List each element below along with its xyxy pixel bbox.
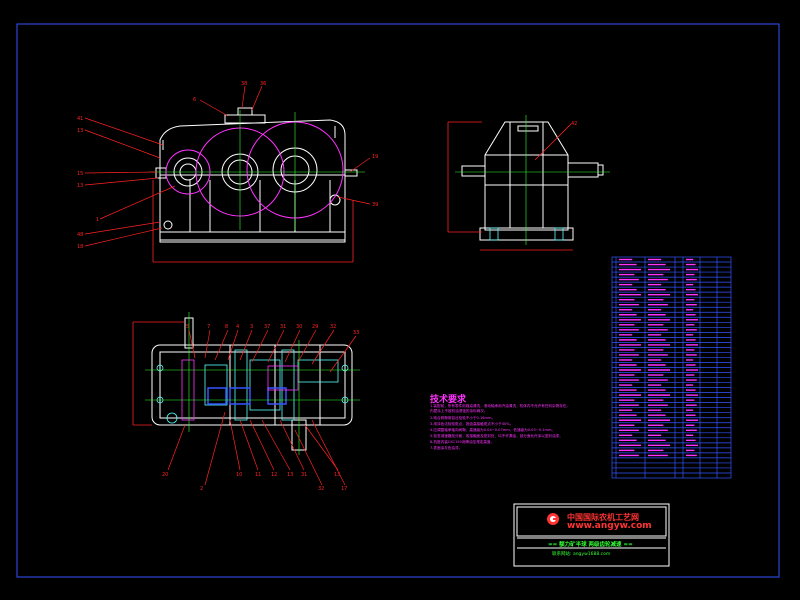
plan-leader-label: 11 — [255, 472, 261, 478]
plan-leader-label: 20 — [162, 472, 168, 478]
parts-list — [611, 256, 732, 479]
plan-leader-label: 30 — [296, 324, 302, 330]
plan-leader-label: 10 — [236, 472, 242, 478]
front-leader-label: 6 — [193, 97, 196, 103]
tech-requirement-line: 6.机座内装CKC150润滑油至规定高度。 — [430, 440, 495, 444]
front-leader-label: 13 — [77, 128, 83, 134]
plan-leader-label: 31 — [301, 472, 307, 478]
tech-requirement-line: 7.表面涂灰色油漆。 — [430, 446, 463, 450]
plan-leader-label: 32 — [318, 486, 324, 492]
plan-leader-label: 13 — [287, 472, 293, 478]
side-leader-label: 42 — [571, 121, 577, 127]
plan-leader-label: 2 — [200, 486, 203, 492]
drawing-name: == 额力矿半球 两级齿轮减速 == — [548, 542, 633, 548]
front-leader-label: 38 — [241, 81, 247, 87]
front-leader-label: 1 — [96, 217, 99, 223]
brand-name: 中国国际农机工艺网 — [567, 513, 639, 522]
plan-leader-label: 33 — [353, 330, 359, 336]
front-leader-label: 18 — [77, 244, 83, 250]
plan-leader-label: 31 — [280, 324, 286, 330]
brand-logo-icon — [547, 513, 559, 525]
plan-leader-label: 17 — [341, 486, 347, 492]
front-leader-label: 15 — [77, 171, 83, 177]
contact-info: 联系网站: angyw1688.com — [552, 552, 611, 557]
tech-requirement-line: 内壁涂上不被机油浸蚀的涂料两次。 — [430, 409, 488, 413]
plan-leader-label: 13 — [334, 472, 340, 478]
plan-leader-label: 29 — [312, 324, 318, 330]
plan-leader-label: 3 — [250, 324, 253, 330]
title-block — [513, 503, 670, 567]
tech-requirement-line: 3.用涂色法检验斑点，按齿高接触斑点不小于40%。 — [430, 422, 514, 426]
front-leader-label: 13 — [77, 183, 83, 189]
plan-leader-label: 37 — [264, 324, 270, 330]
plan-leader-label: 8 — [225, 324, 228, 330]
tech-requirement-line: 2.啮合侧隙用铅丝检验不小于0.16mm。 — [430, 416, 496, 420]
tech-requirement-line: 4.应调整轴承轴向间隙，高速级为0.04~0.07mm，低速级为0.05~0.1… — [430, 428, 556, 432]
plan-leader-label: 32 — [330, 324, 336, 330]
plan-leader-label: 7 — [207, 324, 210, 330]
plan-view: 5 7 8 4 3 37 31 30 29 32 33 20 2 10 11 1… — [132, 312, 360, 492]
front-leader-label: 41 — [77, 116, 83, 122]
plan-leader-label: 12 — [271, 472, 277, 478]
tech-requirement-line: 1.装配前，所有零件用煤油清洗，滚动轴承用汽油清洗，机体内不允许有任何杂物存在。 — [430, 404, 570, 408]
front-leader-label: 39 — [372, 202, 378, 208]
tech-requirement-line: 5.检查减速器剖分面，各接触面及密封处，均不许漏油，剖分面允许涂以密封油漆。 — [430, 434, 563, 438]
drawing-frame — [16, 23, 780, 578]
front-view: 41 13 15 13 1 48 18 6 38 36 19 39 — [77, 81, 378, 263]
side-view: 42 — [447, 115, 610, 251]
front-leader-label: 36 — [260, 81, 266, 87]
front-leader-label: 19 — [372, 154, 378, 160]
plan-leader-label: 5 — [186, 324, 189, 330]
plan-leader-label: 4 — [236, 324, 239, 330]
brand-url: www.angyw.com — [567, 521, 652, 531]
front-leader-label: 48 — [77, 232, 83, 238]
tech-requirements-title: 技术要求 — [430, 395, 467, 405]
